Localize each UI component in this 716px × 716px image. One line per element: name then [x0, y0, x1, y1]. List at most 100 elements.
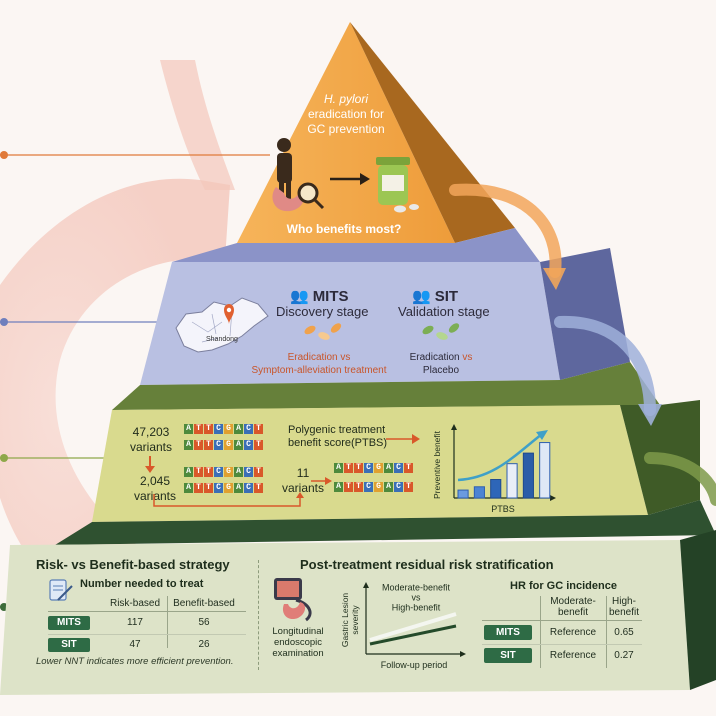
flow-arrow	[153, 492, 304, 507]
hr-row-mits-tag: MITS	[484, 625, 532, 640]
nucleotide: T	[404, 463, 413, 473]
mits-heading: MITS	[312, 287, 349, 305]
hr-mits-moderate: Reference	[549, 627, 597, 638]
endoscope-icon	[274, 578, 312, 622]
col-benefit-based: Benefit-based	[173, 598, 235, 609]
strategy-title: Risk- vs Benefit-based strategy	[36, 557, 230, 572]
pills-icon-green	[422, 323, 460, 340]
ptbs-line1: Polygenic treatment	[288, 424, 386, 436]
v1-word: variants	[130, 440, 173, 454]
nucleotide: T	[254, 440, 263, 450]
chart-bar	[506, 463, 518, 499]
tier4-side-face	[680, 530, 716, 690]
right-arrow-icon	[386, 434, 420, 444]
sit-line1: Eradication	[409, 352, 460, 363]
nucleotide: G	[224, 467, 233, 477]
nucleotide: A	[184, 483, 193, 493]
nucleotide: T	[204, 483, 213, 493]
nucleotide: A	[234, 483, 243, 493]
hr-row-sit-tag: SIT	[484, 648, 532, 663]
mits-line2: Symptom-alleviation treatment	[251, 365, 387, 376]
tier1-title: H. pylori eradication for GC prevention	[307, 92, 384, 137]
nucleotide: A	[234, 440, 243, 450]
nnt-divider	[48, 611, 246, 612]
nucleotide: A	[184, 424, 193, 434]
nucleotide: C	[244, 440, 253, 450]
nucleotide: T	[204, 467, 213, 477]
chart-bar	[522, 452, 534, 499]
nucleotide: C	[214, 424, 223, 434]
tier2-front-face	[140, 262, 560, 385]
nucleotide: T	[354, 482, 363, 492]
sit-line2: Placebo	[422, 365, 460, 376]
hr-col-moderate-2: benefit	[557, 607, 589, 618]
tier4-top-face	[55, 500, 716, 545]
small-right-arrow-icon	[311, 477, 332, 485]
hr-divider	[482, 620, 642, 621]
nucleotide: A	[334, 482, 343, 492]
down-arrow-icon	[145, 456, 155, 473]
nucleotide: T	[354, 463, 363, 473]
nucleotide: A	[184, 440, 193, 450]
nucleotide: T	[194, 440, 203, 450]
variants-2045: 2,045 variants	[134, 474, 176, 504]
tier2-side-face	[540, 248, 630, 380]
nucleotide: C	[364, 482, 373, 492]
v3-count: 11	[296, 466, 310, 480]
nucleotide: A	[234, 467, 243, 477]
map-label: Shandong	[206, 336, 238, 343]
nnt-row-sit-tag: SIT	[48, 638, 90, 652]
lesion-plot: Gastric Lesion severity Follow-up period…	[340, 582, 466, 670]
sit-heading-group: 👥 SIT	[412, 287, 458, 306]
tier3-top-face	[112, 362, 660, 410]
nucleotide: C	[214, 483, 223, 493]
sit-stage: Validation stage	[398, 304, 490, 319]
nnt-mits-benefit: 56	[198, 617, 210, 628]
plot-xlabel: Follow-up period	[381, 660, 448, 670]
nucleotide: C	[364, 463, 373, 473]
nucleotide: T	[204, 424, 213, 434]
nnt-row-mits-tag: MITS	[48, 616, 90, 630]
v1-count: 47,203	[132, 425, 170, 439]
nucleotide: T	[254, 483, 263, 493]
nucleotide: A	[234, 424, 243, 434]
v2-word: variants	[134, 489, 177, 503]
hr-col-high-2: benefit	[608, 607, 640, 618]
endo-line2: endoscopic	[273, 637, 323, 648]
hr-title: HR for GC incidence	[510, 580, 617, 592]
hr-col-moderate-1: Moderate-	[550, 596, 596, 607]
chart-trend-arrow	[457, 433, 543, 482]
plot-ylabel-2: severity	[350, 605, 360, 635]
nucleotide: G	[224, 483, 233, 493]
chart-xlabel: PTBS	[491, 504, 515, 514]
mits-stage: Discovery stage	[276, 304, 369, 319]
chart-bar	[473, 486, 485, 499]
nnt-mits-risk: 117	[127, 617, 143, 628]
chart-trend-arrowhead	[536, 430, 548, 440]
nucleotide: T	[404, 482, 413, 492]
plot-legend-vs: vs	[412, 592, 422, 602]
nucleotide: C	[244, 483, 253, 493]
group-people-icon: 👥	[290, 288, 309, 305]
patient-to-pill-icon	[272, 138, 419, 213]
tier1-question: Who benefits most?	[286, 222, 402, 236]
variants-11: 11 variants	[282, 466, 324, 496]
nnt-title: Number needed to treat	[80, 578, 204, 590]
hr-col-high-1: High-	[612, 596, 636, 607]
tier1-title-line2: eradication for	[307, 107, 385, 121]
nnt-row-divider	[48, 634, 246, 635]
nucleotide: T	[344, 463, 353, 473]
high-benefit-line	[369, 624, 457, 646]
chart-x-arrow	[550, 495, 556, 501]
ptbs-label: Polygenic treatment benefit score(PTBS)	[288, 424, 387, 450]
endo-line1: Longitudinal	[272, 626, 324, 637]
plot-legend-moderate: Moderate-benefit	[382, 582, 451, 592]
nucleotide: G	[224, 440, 233, 450]
chart-y-arrow	[451, 424, 457, 430]
nucleotide: T	[254, 467, 263, 477]
